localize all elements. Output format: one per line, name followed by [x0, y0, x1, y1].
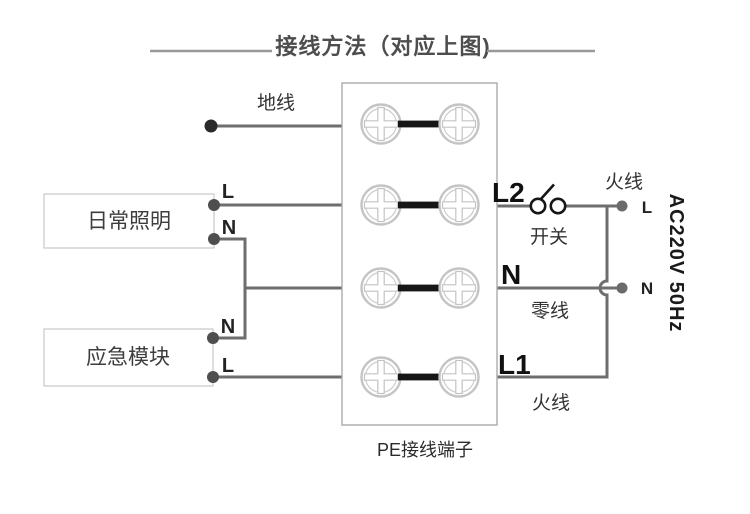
l2-label: L2: [492, 177, 525, 208]
supply-n-label: N: [641, 279, 653, 298]
terminal-block-caption: PE接线端子: [377, 440, 473, 460]
live-bottom-label: 火线: [532, 392, 570, 414]
supply-l-dot: [616, 200, 628, 212]
switch-lever: [539, 183, 555, 201]
switch-contact-right: [549, 197, 567, 215]
supply-rating-label: AC220V 50Hz: [665, 194, 687, 333]
live-top-label: 火线: [605, 171, 643, 193]
daily-lighting-box: [43, 193, 215, 249]
diagram-title: 接线方法（对应上图): [275, 34, 490, 59]
switch-icon: [529, 183, 567, 215]
daily-n-letter: N: [222, 217, 236, 239]
switch-contact-left: [529, 197, 547, 215]
l1-live-link-wire: [495, 206, 609, 379]
emergency-module-box: [43, 328, 214, 387]
supply-n-dot: [616, 282, 628, 294]
daily-n-dot: [208, 233, 220, 245]
ground-dot: [204, 119, 218, 133]
daily-l-dot: [208, 199, 220, 211]
n-label: N: [501, 259, 521, 290]
daily-l-letter: L: [222, 181, 234, 203]
emergency-l-letter: L: [222, 355, 234, 377]
emergency-n-letter: N: [221, 316, 235, 338]
emergency-l-dot: [207, 371, 219, 383]
emergency-n-dot: [207, 332, 219, 344]
supply-l-label: L: [642, 198, 652, 217]
ground-label: 地线: [257, 92, 295, 114]
neutral-label: 零线: [531, 300, 569, 322]
daily-lighting-label: 日常照明: [87, 210, 171, 233]
l1-label: L1: [498, 349, 531, 380]
switch-label: 开关: [530, 226, 568, 248]
emergency-module-label: 应急模块: [86, 346, 170, 369]
